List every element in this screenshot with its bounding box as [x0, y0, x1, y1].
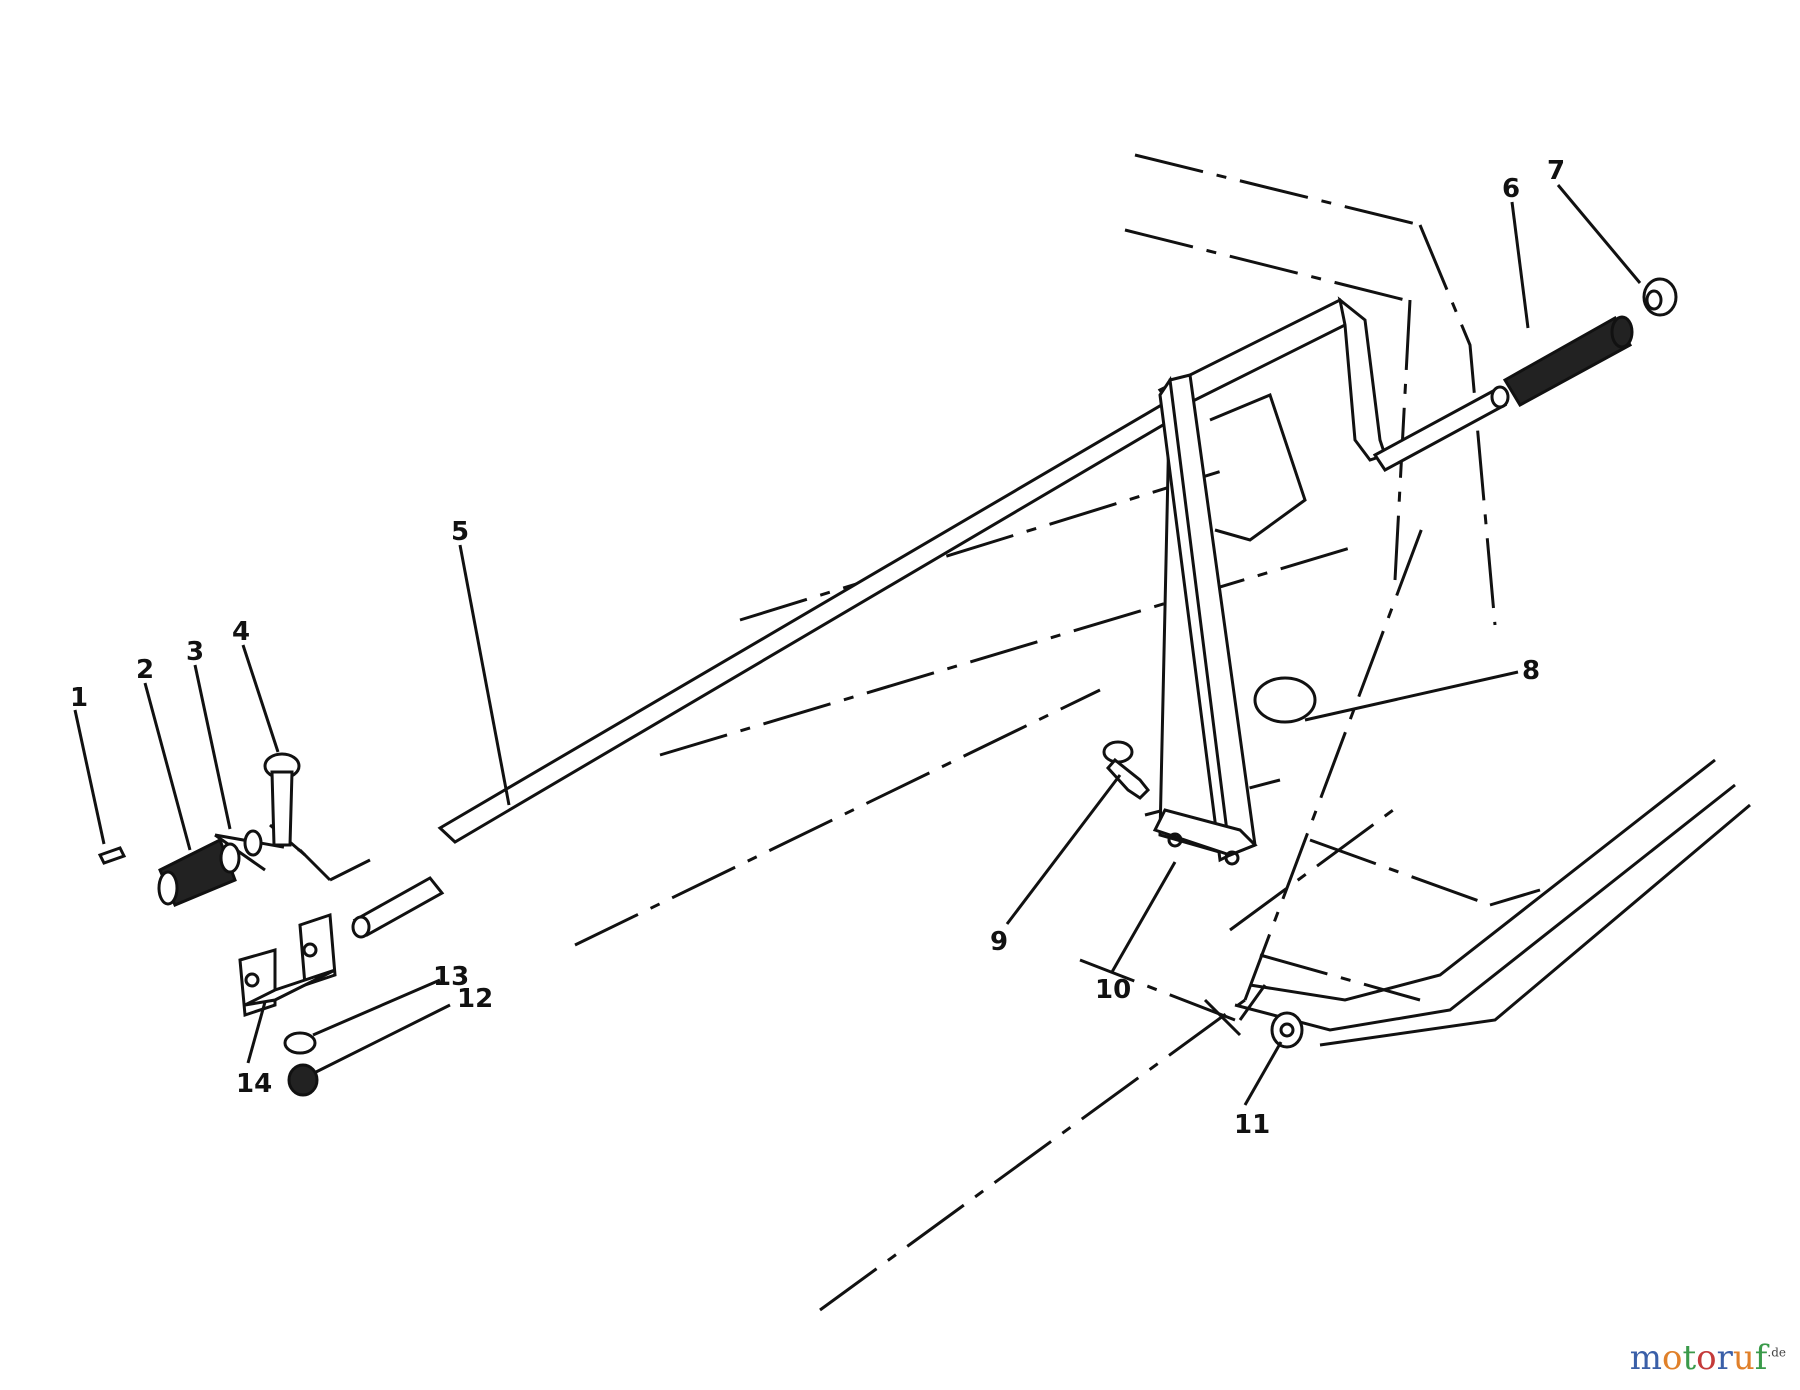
- grip-6: [1502, 315, 1634, 408]
- leader-1: [73, 709, 106, 845]
- deck-cutout: [1209, 392, 1317, 724]
- callout-2: 2: [136, 655, 154, 685]
- callout-9: 9: [990, 927, 1008, 957]
- callout-6: 6: [1502, 174, 1520, 204]
- callout-1: 1: [70, 683, 88, 713]
- callout-3: 3: [186, 637, 204, 667]
- watermark-letter: r: [1716, 1338, 1733, 1378]
- leader-6: [1510, 201, 1530, 329]
- watermark-letter: m: [1629, 1338, 1662, 1378]
- callout-13: 13: [433, 962, 469, 992]
- leader-2: [143, 682, 192, 851]
- nut-12: [287, 1063, 319, 1097]
- leader-7: [1556, 184, 1642, 284]
- deck-outline: [214, 153, 1541, 1312]
- spring-assembly: [97, 829, 263, 907]
- callout-7: 7: [1547, 156, 1565, 186]
- leader-13: [312, 978, 441, 1037]
- cap-7: [1642, 277, 1678, 317]
- lift-rod: [437, 296, 1510, 844]
- lift-bracket: [1152, 373, 1258, 866]
- lock-washer-13: [283, 1031, 317, 1055]
- leader-3: [193, 664, 232, 830]
- rod-extension: [351, 876, 445, 939]
- watermark-suffix: .de: [1767, 1345, 1786, 1360]
- bolt-9: [1102, 740, 1151, 800]
- watermark-letter: t: [1682, 1338, 1697, 1378]
- leader-5: [458, 544, 511, 806]
- leader-lines: [73, 184, 1642, 1106]
- leader-14: [246, 1001, 267, 1064]
- leader-9: [1005, 774, 1122, 925]
- watermark-letter: o: [1661, 1338, 1683, 1378]
- callout-5: 5: [451, 517, 469, 547]
- leader-4: [241, 644, 280, 753]
- callout-10: 10: [1095, 975, 1131, 1005]
- callout-14: 14: [236, 1069, 272, 1099]
- carriage-bolt-4: [263, 752, 301, 847]
- leader-11: [1243, 1041, 1283, 1106]
- callout-labels: 1 2 3 4 5 6 7 8 9 10 11 12 13 14: [70, 156, 1565, 1140]
- leader-10: [1110, 861, 1177, 973]
- flange-nut-11: [1270, 1011, 1304, 1049]
- watermark-letter: u: [1732, 1338, 1755, 1378]
- callout-11: 11: [1234, 1110, 1270, 1140]
- callout-8: 8: [1522, 656, 1540, 686]
- site-watermark: motoruf.de: [1630, 1338, 1786, 1378]
- chassis-rails: [1234, 758, 1751, 1047]
- u-bracket-14: [238, 912, 337, 1018]
- leader-8: [1304, 670, 1519, 722]
- callout-12: 12: [457, 984, 493, 1014]
- leader-12: [315, 1003, 451, 1074]
- callout-4: 4: [232, 617, 250, 647]
- watermark-letter: f: [1754, 1338, 1768, 1378]
- watermark-letter: o: [1696, 1338, 1717, 1378]
